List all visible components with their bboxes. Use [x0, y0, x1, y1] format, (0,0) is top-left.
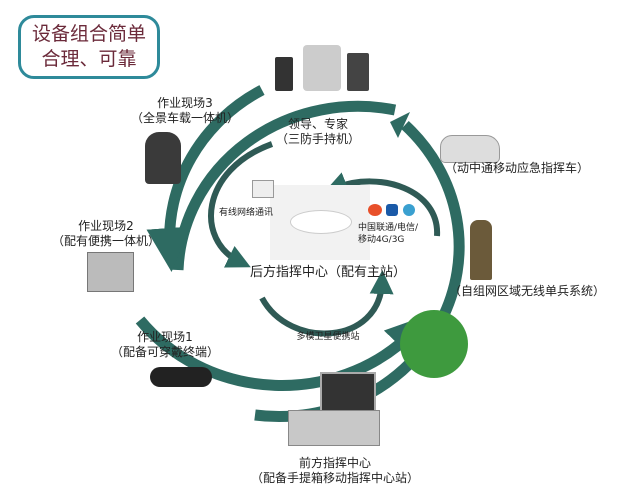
- leaders-title: 领导、专家: [287, 117, 349, 131]
- handheld-devices-image: [275, 45, 375, 95]
- china-unicom-logo: [368, 204, 382, 216]
- rear-command-label: 后方指挥中心（配有主站）: [249, 265, 407, 280]
- china-telecom-logo: [386, 204, 398, 216]
- inner-arrow-bottom: [259, 270, 394, 337]
- leaders-label: 领导、专家（三防手持机）: [276, 117, 360, 147]
- china-mobile-logo: [403, 204, 415, 216]
- site1-label: 作业现场1（配备可穿戴终端）: [111, 330, 219, 360]
- carriers-line1: 中国联通/电信/: [357, 223, 419, 233]
- site3-label: 作业现场3（全景车载一体机）: [131, 96, 239, 126]
- wired-network-image: [252, 180, 274, 198]
- outer-cycle-arc-bottom: [135, 314, 431, 391]
- command-vehicle-image: [440, 135, 500, 163]
- front-sub: （配备手提箱移动指挥中心站）: [250, 471, 420, 485]
- site2-label: 作业现场2（配有便携一体机）: [52, 219, 160, 249]
- leaders-sub: （三防手持机）: [275, 132, 361, 146]
- site1-sub: （配备可穿戴终端）: [110, 345, 220, 359]
- carrier-logos: [368, 204, 418, 218]
- carriers-line2: 移动4G/3G: [357, 235, 405, 245]
- portable-unit-image: [87, 252, 134, 292]
- inner-arrow-right: [323, 172, 441, 237]
- site3-sub: （全景车载一体机）: [130, 111, 240, 125]
- suitcase-station-image: [288, 372, 380, 446]
- badge-line-2: 合理、可靠: [41, 48, 137, 70]
- wearable-glasses-image: [150, 367, 212, 387]
- site2-title: 作业现场2: [78, 219, 134, 233]
- wired-label: 有线网络通讯: [218, 208, 274, 218]
- front-command-label: 前方指挥中心（配备手提箱移动指挥中心站）: [251, 456, 419, 486]
- site2-sub: （配有便携一体机）: [51, 234, 161, 248]
- summary-badge: 设备组合简单 合理、可靠: [18, 15, 160, 79]
- arrow-top: [390, 112, 410, 138]
- badge-line-1: 设备组合简单: [31, 23, 146, 45]
- inner-arrow-left: [208, 141, 274, 268]
- vehicle-camera-image: [145, 132, 181, 184]
- site3-title: 作业现场3: [157, 96, 213, 110]
- satellite-label: 多模卫星便携站: [296, 332, 360, 342]
- carriers-label: 中国联通/电信/移动4G/3G: [358, 222, 418, 246]
- conference-table-image: [270, 185, 370, 260]
- soldier-label: （自组网区域无线单兵系统）: [448, 284, 606, 298]
- site1-title: 作业现场1: [137, 330, 193, 344]
- satellite-dish-image: [400, 310, 468, 378]
- outer-cycle-arc-left: [146, 85, 265, 272]
- soldier-radio-image: [470, 220, 492, 280]
- vehicle-label: （动中通移动应急指挥车）: [444, 161, 590, 175]
- front-title: 前方指挥中心: [298, 456, 372, 470]
